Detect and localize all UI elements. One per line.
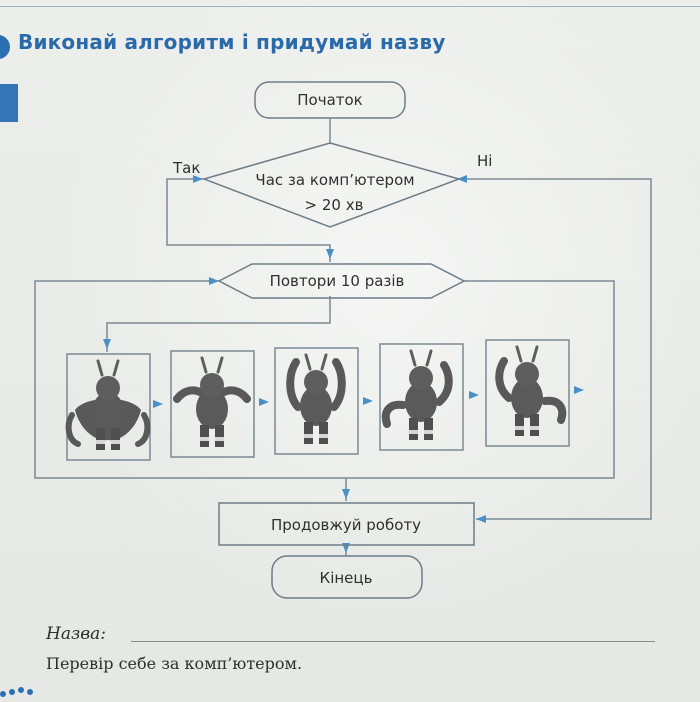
animation-frames: [65, 339, 570, 461]
loop-node: Повтори 10 разів: [217, 263, 466, 299]
yes-label: Так: [172, 159, 200, 177]
top-rule: [0, 6, 700, 7]
footer-dots-icon: [0, 687, 33, 697]
no-label: Ні: [477, 152, 492, 170]
frame-3: [274, 347, 359, 455]
footer-name-label: Назва:: [46, 624, 106, 644]
decision-node: Час за комп’ютером > 20 хв Так Ні: [172, 142, 492, 228]
decision-line-2: > 20 хв: [305, 196, 364, 214]
side-tab-icon: [0, 84, 18, 122]
frame-1: [65, 353, 151, 461]
continue-node: Продовжуй роботу: [218, 502, 475, 546]
end-node: Кінець: [271, 555, 423, 599]
start-node: Початок: [254, 81, 406, 119]
start-label: Початок: [297, 91, 363, 109]
arrowheads: [103, 175, 584, 553]
frame-4: [379, 343, 464, 451]
decision-line-1: Час за комп’ютером: [255, 171, 414, 189]
loop-label: Повтори 10 разів: [270, 272, 405, 290]
frame-2: [170, 350, 255, 458]
name-answer-line: [131, 641, 655, 642]
end-label: Кінець: [320, 569, 373, 587]
page-title: Виконай алгоритм і придумай назву: [18, 30, 446, 54]
frame-5: [485, 339, 570, 447]
title-marker-icon: [0, 35, 10, 59]
footer-check-text: Перевір себе за комп’ютером.: [46, 654, 303, 673]
continue-label: Продовжуй роботу: [271, 516, 421, 534]
